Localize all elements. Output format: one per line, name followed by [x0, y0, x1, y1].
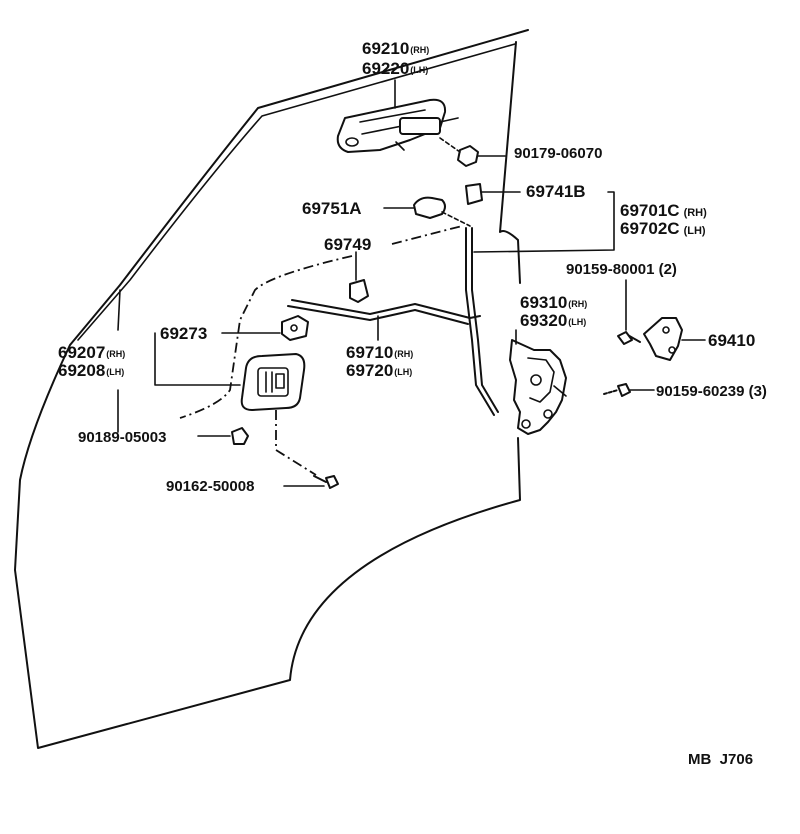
- lh-tag: (LH): [410, 65, 429, 75]
- door-window-edge: [77, 43, 516, 341]
- part-number-90159-80001: 90159-80001: [566, 261, 655, 278]
- label-inside-handle-lh: 69208(LH): [58, 362, 124, 379]
- label-outside-handle-rh: 69210(RH): [362, 40, 429, 57]
- outside-handle-part: [336, 98, 459, 153]
- door-inner-frame: [499, 41, 521, 284]
- part-number-69701c: 69701C: [620, 201, 680, 220]
- label-inside-handle-rh: 69207(RH): [58, 344, 125, 361]
- lock-rod: [465, 227, 495, 416]
- label-bezel-screw: 90162-50008: [166, 478, 255, 495]
- quantity: (2): [658, 261, 677, 278]
- label-lock-cylinder-cap: 69741B: [526, 182, 586, 201]
- inside-handle-part: [240, 353, 306, 411]
- footer-diagram-code: MB J706: [688, 751, 754, 768]
- part-number-90159-60239: 90159-60239: [656, 383, 745, 400]
- lh-tag: (LH): [394, 367, 413, 377]
- quantity: (3): [748, 383, 767, 400]
- part-number-69207: 69207: [58, 343, 106, 362]
- bezel-clip-part: [197, 427, 249, 445]
- label-remote-rod-rh: 69710(RH): [346, 344, 413, 361]
- door-lower-left-edge: [117, 289, 121, 331]
- label-rod-link: 69749: [324, 235, 372, 254]
- lh-tag: (LH): [568, 317, 587, 327]
- striker-screw-part: [617, 279, 641, 345]
- label-screw-striker: 90159-80001 (2): [566, 262, 677, 277]
- part-number-69702c: 69702C: [620, 219, 680, 238]
- label-striker: 69410: [708, 331, 756, 350]
- part-number-69710: 69710: [346, 343, 394, 362]
- part-number-69210: 69210: [362, 39, 410, 58]
- remote-rod: [291, 299, 481, 319]
- part-number-69220: 69220: [362, 59, 410, 78]
- label-knob: 69751A: [302, 199, 362, 218]
- rh-tag: (RH): [568, 299, 588, 309]
- part-number-69320: 69320: [520, 311, 568, 330]
- bezel-screw-part: [283, 475, 339, 489]
- handle-nut-part: [439, 137, 506, 167]
- label-bezel-clip: 90189-05003: [78, 429, 167, 446]
- lock-cylinder-cap-part: [465, 183, 521, 205]
- rh-tag: (RH): [394, 349, 414, 359]
- label-lock-assy-rh: 69310(RH): [520, 294, 587, 311]
- label-screw-lock: 90159-60239 (3): [656, 384, 767, 399]
- lh-tag: (LH): [683, 225, 706, 237]
- part-number-69720: 69720: [346, 361, 394, 380]
- rh-tag: (RH): [683, 207, 707, 219]
- door-lock-assembly-part: [509, 339, 567, 435]
- rh-tag: (RH): [410, 45, 430, 55]
- part-number-69208: 69208: [58, 361, 106, 380]
- label-lock-cylinder-lh: 69702C(LH): [620, 220, 706, 237]
- label-clip: 69273: [160, 324, 208, 343]
- rod-link-clip-part: [349, 279, 369, 303]
- label-handle-nut: 90179-06070: [514, 145, 603, 162]
- knob-part: [383, 196, 471, 227]
- rh-tag: (RH): [106, 349, 126, 359]
- door-outer-outline: [14, 29, 529, 749]
- label-lock-cylinder-rh: 69701C(RH): [620, 202, 707, 219]
- label-lock-assy-lh: 69320(LH): [520, 312, 586, 329]
- lh-tag: (LH): [106, 367, 125, 377]
- lock-screw-part: [603, 383, 655, 397]
- striker-part: [643, 317, 706, 361]
- clip-69273-part: [221, 315, 309, 341]
- part-number-69310: 69310: [520, 293, 568, 312]
- label-remote-rod-lh: 69720(LH): [346, 362, 412, 379]
- label-outside-handle-lh: 69220(LH): [362, 60, 428, 77]
